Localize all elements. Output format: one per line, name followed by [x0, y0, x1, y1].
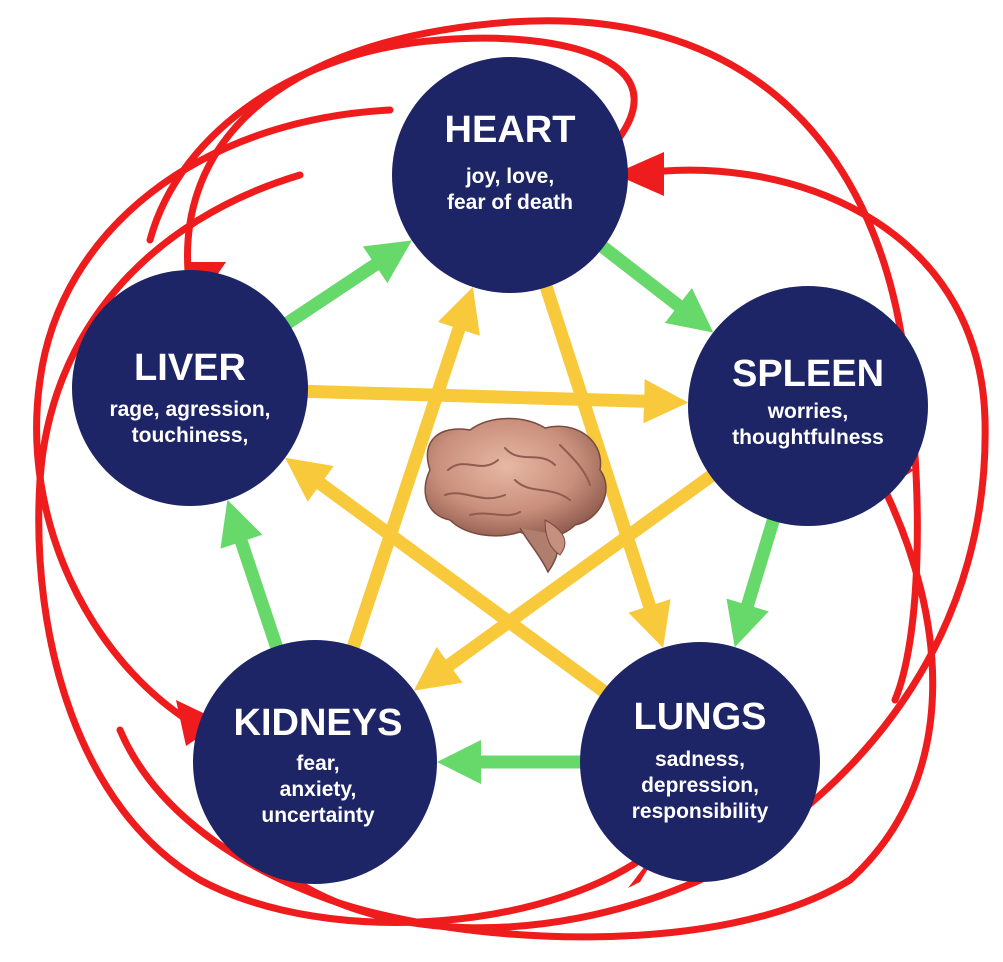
lungs-emotion-line: sadness, [655, 748, 745, 771]
heart-title: HEART [445, 109, 576, 151]
spleen-emotion-line: thoughtfulness [732, 426, 884, 449]
generating-arrow-liver-to-heart [285, 253, 394, 325]
kidneys-emotion-line: uncertainty [261, 804, 375, 827]
brain-icon [425, 418, 606, 572]
spleen-emotion-line: worries, [767, 400, 849, 423]
lungs-emotion-line: depression, [641, 774, 759, 797]
lungs-emotion-line: responsibility [632, 800, 769, 823]
generating-arrow-spleen-to-lungs [741, 517, 774, 626]
heart-emotion-line: joy, love, [465, 165, 554, 188]
spleen-title: SPLEEN [732, 353, 884, 395]
organ-heart: HEART joy, love, fear of death [392, 57, 628, 293]
liver-title: LIVER [134, 347, 246, 389]
liver-emotion-line: rage, agression, [109, 398, 270, 421]
liver-emotion-line: touchiness, [132, 424, 249, 447]
generating-arrow-kidneys-to-liver [234, 521, 277, 650]
lungs-title: LUNGS [634, 696, 767, 738]
organ-liver: LIVER rage, agression, touchiness, [72, 270, 308, 506]
organ-kidneys: KIDNEYS fear, anxiety, uncertainty [193, 640, 437, 884]
organ-lungs: LUNGS sadness, depression, responsibilit… [580, 642, 820, 882]
heart-emotion-line: fear of death [447, 191, 573, 214]
generating-arrow-heart-to-spleen [600, 245, 696, 319]
kidneys-emotion-line: fear, [296, 752, 339, 775]
kidneys-title: KIDNEYS [234, 702, 403, 744]
kidneys-emotion-line: anxiety, [280, 778, 357, 801]
organ-spleen: SPLEEN worries, thoughtfulness [688, 286, 928, 526]
controlling-arrow-liver-to-spleen [304, 391, 666, 402]
